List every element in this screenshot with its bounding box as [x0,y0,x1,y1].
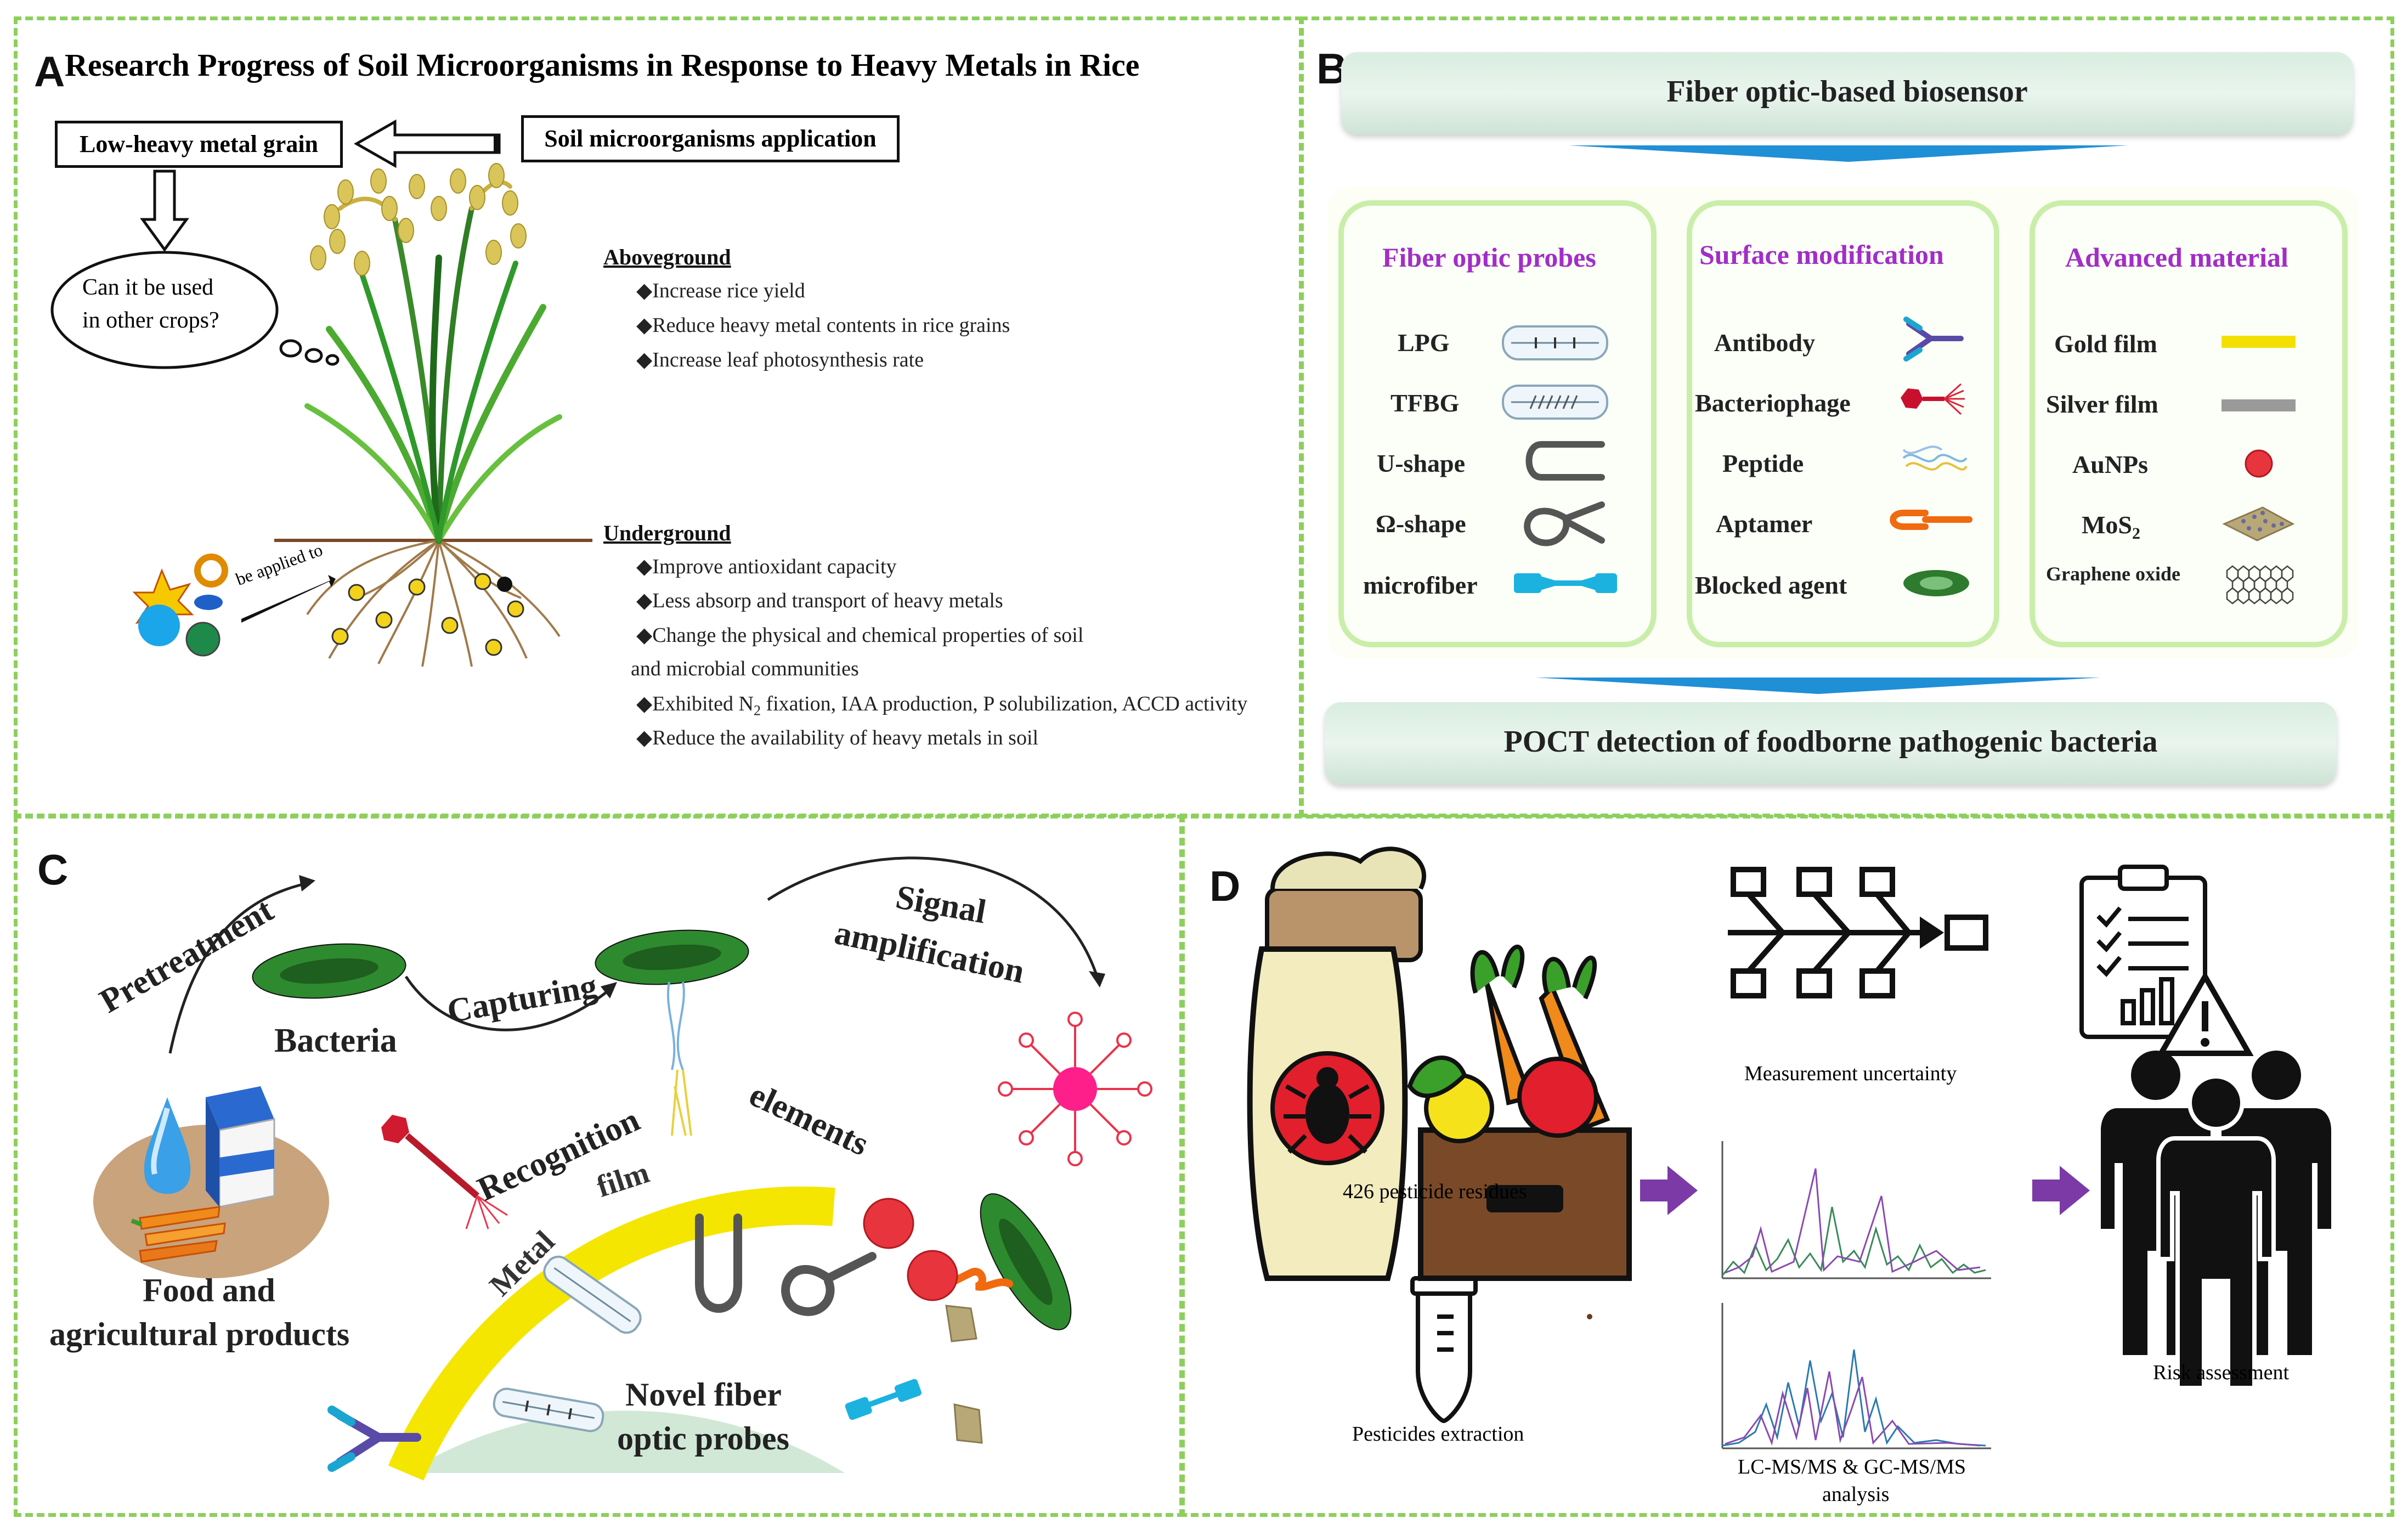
card-icons [1502,317,2296,605]
panel-c-letter: C [37,845,69,894]
thought-cloud [50,251,340,369]
mat-gold-film: Gold film [2054,330,2157,358]
panel-a-letter: A [34,47,65,95]
chromatogram-1 [1721,1141,1991,1279]
aboveground-item-1: ◆Increase rice yield [636,279,805,302]
banner-arrows [1536,145,2128,694]
antibody-icon [1903,317,1964,362]
label-uncertainty: Measurement uncertainty [1744,1062,1957,1085]
mod-antibody: Antibody [1714,329,1816,357]
carrots [131,1206,226,1263]
food-line-2: agricultural products [49,1316,350,1352]
u-shape-icon [1525,441,1605,481]
soil-application-box: Soil microorganisms application [521,115,900,162]
signal-amplifier [998,1012,1152,1166]
mos2-icon [2222,506,2295,541]
vegetable-crate-icon [1407,944,1632,1281]
probe-tfbg: TFBG [1390,389,1460,417]
mod-peptide: Peptide [1722,449,1804,477]
card3-title: Advanced material [2065,242,2288,273]
food-line-1: Food and [143,1272,275,1308]
thought-line-2: in other crops? [82,308,219,333]
probe-omega-shape: Ω-shape [1376,510,1466,538]
biosensor-banner: Fiber optic-based biosensor [1341,52,2353,134]
novel-line-2: optic probes [617,1420,789,1457]
flow-arrows-a [50,119,592,667]
fishbone-diagram-icon [1728,867,1988,998]
silver-film-icon [2222,399,2296,411]
graphene-oxide-icon [2226,565,2294,605]
clipboard-icon [2079,865,2207,1039]
gold-film-icon [2222,336,2296,348]
card-advanced-material [2030,200,2348,647]
card-fiber-probes [1338,200,1657,647]
microbes [132,554,228,657]
panel-d-letter: D [1209,862,1241,910]
underground-heading: Underground [603,521,731,545]
thought-line-1: Can it be used [82,275,214,300]
mat-silver-film: Silver film [2046,390,2158,418]
bacteria-cells [252,929,1072,1330]
rice-plant [304,180,562,544]
mat-mos2: MoS2 [2082,511,2140,543]
card1-title: Fiber optic probes [1382,242,1596,273]
mod-aptamer: Aptamer [1716,510,1813,538]
underground-item-5: ◆Reduce the availability of heavy metals… [636,726,1039,749]
poct-banner: POCT detection of foodborne pathogenic b… [1325,702,2337,785]
aboveground-item-3: ◆Increase leaf photosynthesis rate [636,348,924,371]
omega-shape-icon [1524,501,1605,546]
microfiber-icon [1514,573,1617,593]
tfbg-icon [1502,385,1608,420]
probe-u-shape: U-shape [1377,449,1466,477]
panel-d-illustration [1247,846,2331,1449]
label-extraction: Pesticides extraction [1352,1423,1524,1446]
underground-item-4: ◆Exhibited N2 fixation, IAA production, … [636,692,1248,719]
peptide-icon [1902,445,1968,471]
novel-line-1: Novel fiber [625,1376,782,1413]
underground-item-3b: and microbial communities [631,657,859,680]
probe-lpg: LPG [1398,329,1450,357]
panel-a-title: Research Progress of Soil Microorganisms… [65,47,1140,83]
lpg-icon [1502,325,1608,360]
label-analysis-2: analysis [1822,1483,1890,1506]
probe-microfiber: microfiber [1363,571,1478,599]
underground-item-1: ◆Improve antioxidant capacity [636,555,897,578]
centrifuge-tube-icon [1410,1276,1478,1424]
label-bacteria: Bacteria [274,1022,397,1059]
label-analysis-1: LC-MS/MS & GC-MS/MS [1738,1455,1966,1478]
label-residues: 426 pesticide residues [1343,1180,1527,1203]
aboveground-heading: Aboveground [603,245,731,269]
underground-item-2: ◆Less absorp and transport of heavy meta… [636,589,1003,612]
mod-bacteriophage: Bacteriophage [1695,389,1851,417]
chromatogram-2 [1721,1303,1991,1449]
panel-c-illustration [93,856,1152,1481]
aunps-icon [2245,449,2273,478]
aptamer-icon [1890,510,1972,530]
warning-icon [2156,970,2254,1056]
pesticide-bag-icon [1247,846,1426,1281]
mod-blocked-agent: Blocked agent [1695,571,1847,599]
rice-grains [310,163,527,276]
panel-d-frame [1179,815,2394,1517]
metal-particles [331,573,524,656]
label-risk: Risk assessment [2153,1361,2290,1384]
low-metal-grain-box: Low-heavy metal grain [55,121,343,168]
card2-title: Surface modification [1699,239,1944,270]
mat-graphene-oxide: Graphene oxide [2046,563,2181,585]
roots [306,539,561,667]
underground-item-3: ◆Change the physical and chemical proper… [636,624,1084,647]
aboveground-item-2: ◆Reduce heavy metal contents in rice gra… [636,314,1010,337]
bacteriophage-icon [1901,383,1965,415]
people-icon [2101,1051,2331,1390]
milk-carton [206,1086,275,1208]
mat-aunps: AuNPs [2072,450,2149,478]
